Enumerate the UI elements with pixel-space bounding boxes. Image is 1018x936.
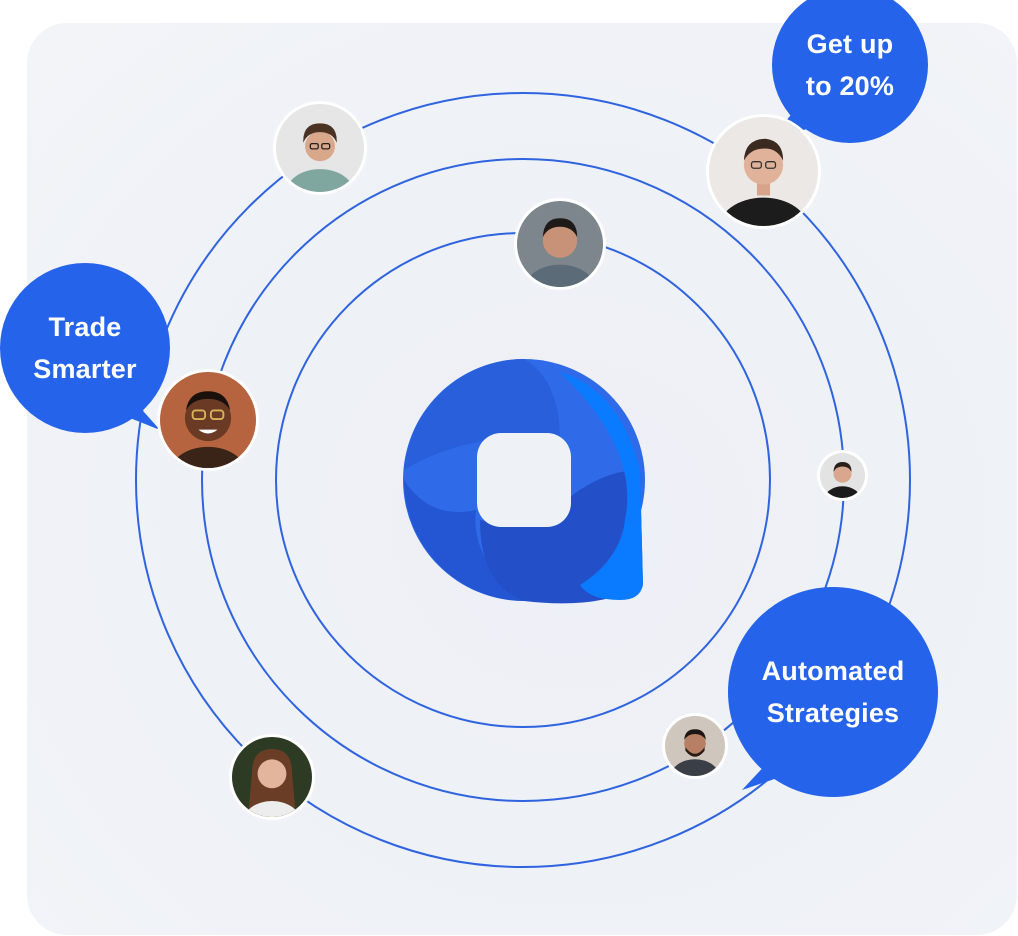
avatar <box>517 201 603 287</box>
person-plaid-shirt-icon <box>665 716 725 776</box>
bubble-label-automated-strategies: Automated Strategies <box>740 650 926 734</box>
bubble-label-trade-smarter: Trade Smarter <box>5 306 165 390</box>
bubble-line: Get up <box>806 29 894 59</box>
speech-bubble-trade-smarter <box>0 263 170 433</box>
avatar <box>160 372 256 468</box>
avatar <box>665 716 725 776</box>
person-orange-glasses-icon <box>160 372 256 468</box>
brand-logo-icon <box>403 359 645 604</box>
person-curly-hair-icon <box>276 104 364 192</box>
person-black-shirt-icon <box>709 117 818 226</box>
speech-bubble-automated-strategies <box>728 587 938 797</box>
avatar <box>276 104 364 192</box>
bubble-line: Automated <box>761 656 905 686</box>
person-short-hair-icon <box>517 201 603 287</box>
person-dark-hair-icon <box>820 453 865 498</box>
bubble-label-get-up-to: Get up to 20% <box>773 23 927 107</box>
person-long-hair-icon <box>232 737 312 817</box>
avatar <box>232 737 312 817</box>
avatar <box>820 453 865 498</box>
bubble-line: to 20% <box>805 71 895 101</box>
bubble-line: Strategies <box>766 698 900 728</box>
orbit-outer <box>135 92 911 868</box>
avatar <box>709 117 818 226</box>
bubble-line: Trade <box>48 312 122 342</box>
bubble-line: Smarter <box>33 354 137 384</box>
